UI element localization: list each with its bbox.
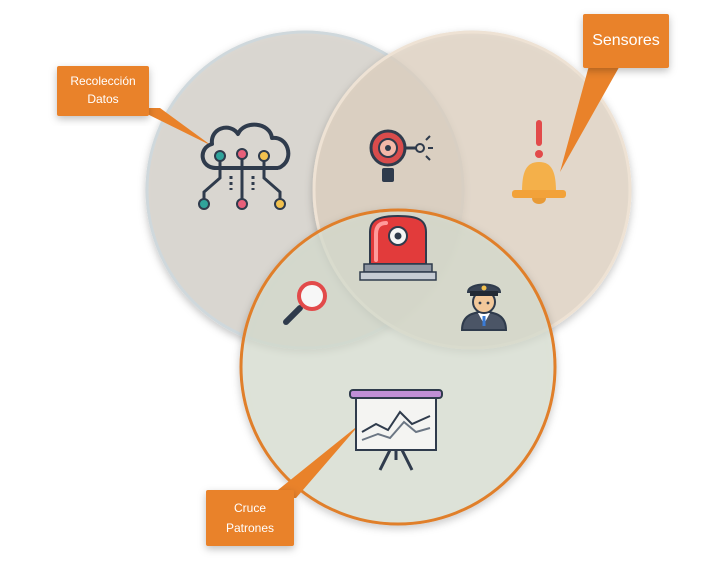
callout-pattern-crossing: [206, 424, 360, 546]
police-officer-icon: [460, 283, 508, 331]
alarm-bell-icon: [512, 120, 566, 204]
siren-light-icon: [359, 214, 437, 281]
callout-data-collection: [57, 66, 212, 146]
cloud-network-icon: [198, 122, 291, 210]
callout-sensors: [560, 14, 669, 172]
presentation-chart-icon: [349, 389, 443, 471]
fire-alarm-bell-icon: [369, 129, 433, 182]
magnifier-icon: [283, 281, 327, 325]
